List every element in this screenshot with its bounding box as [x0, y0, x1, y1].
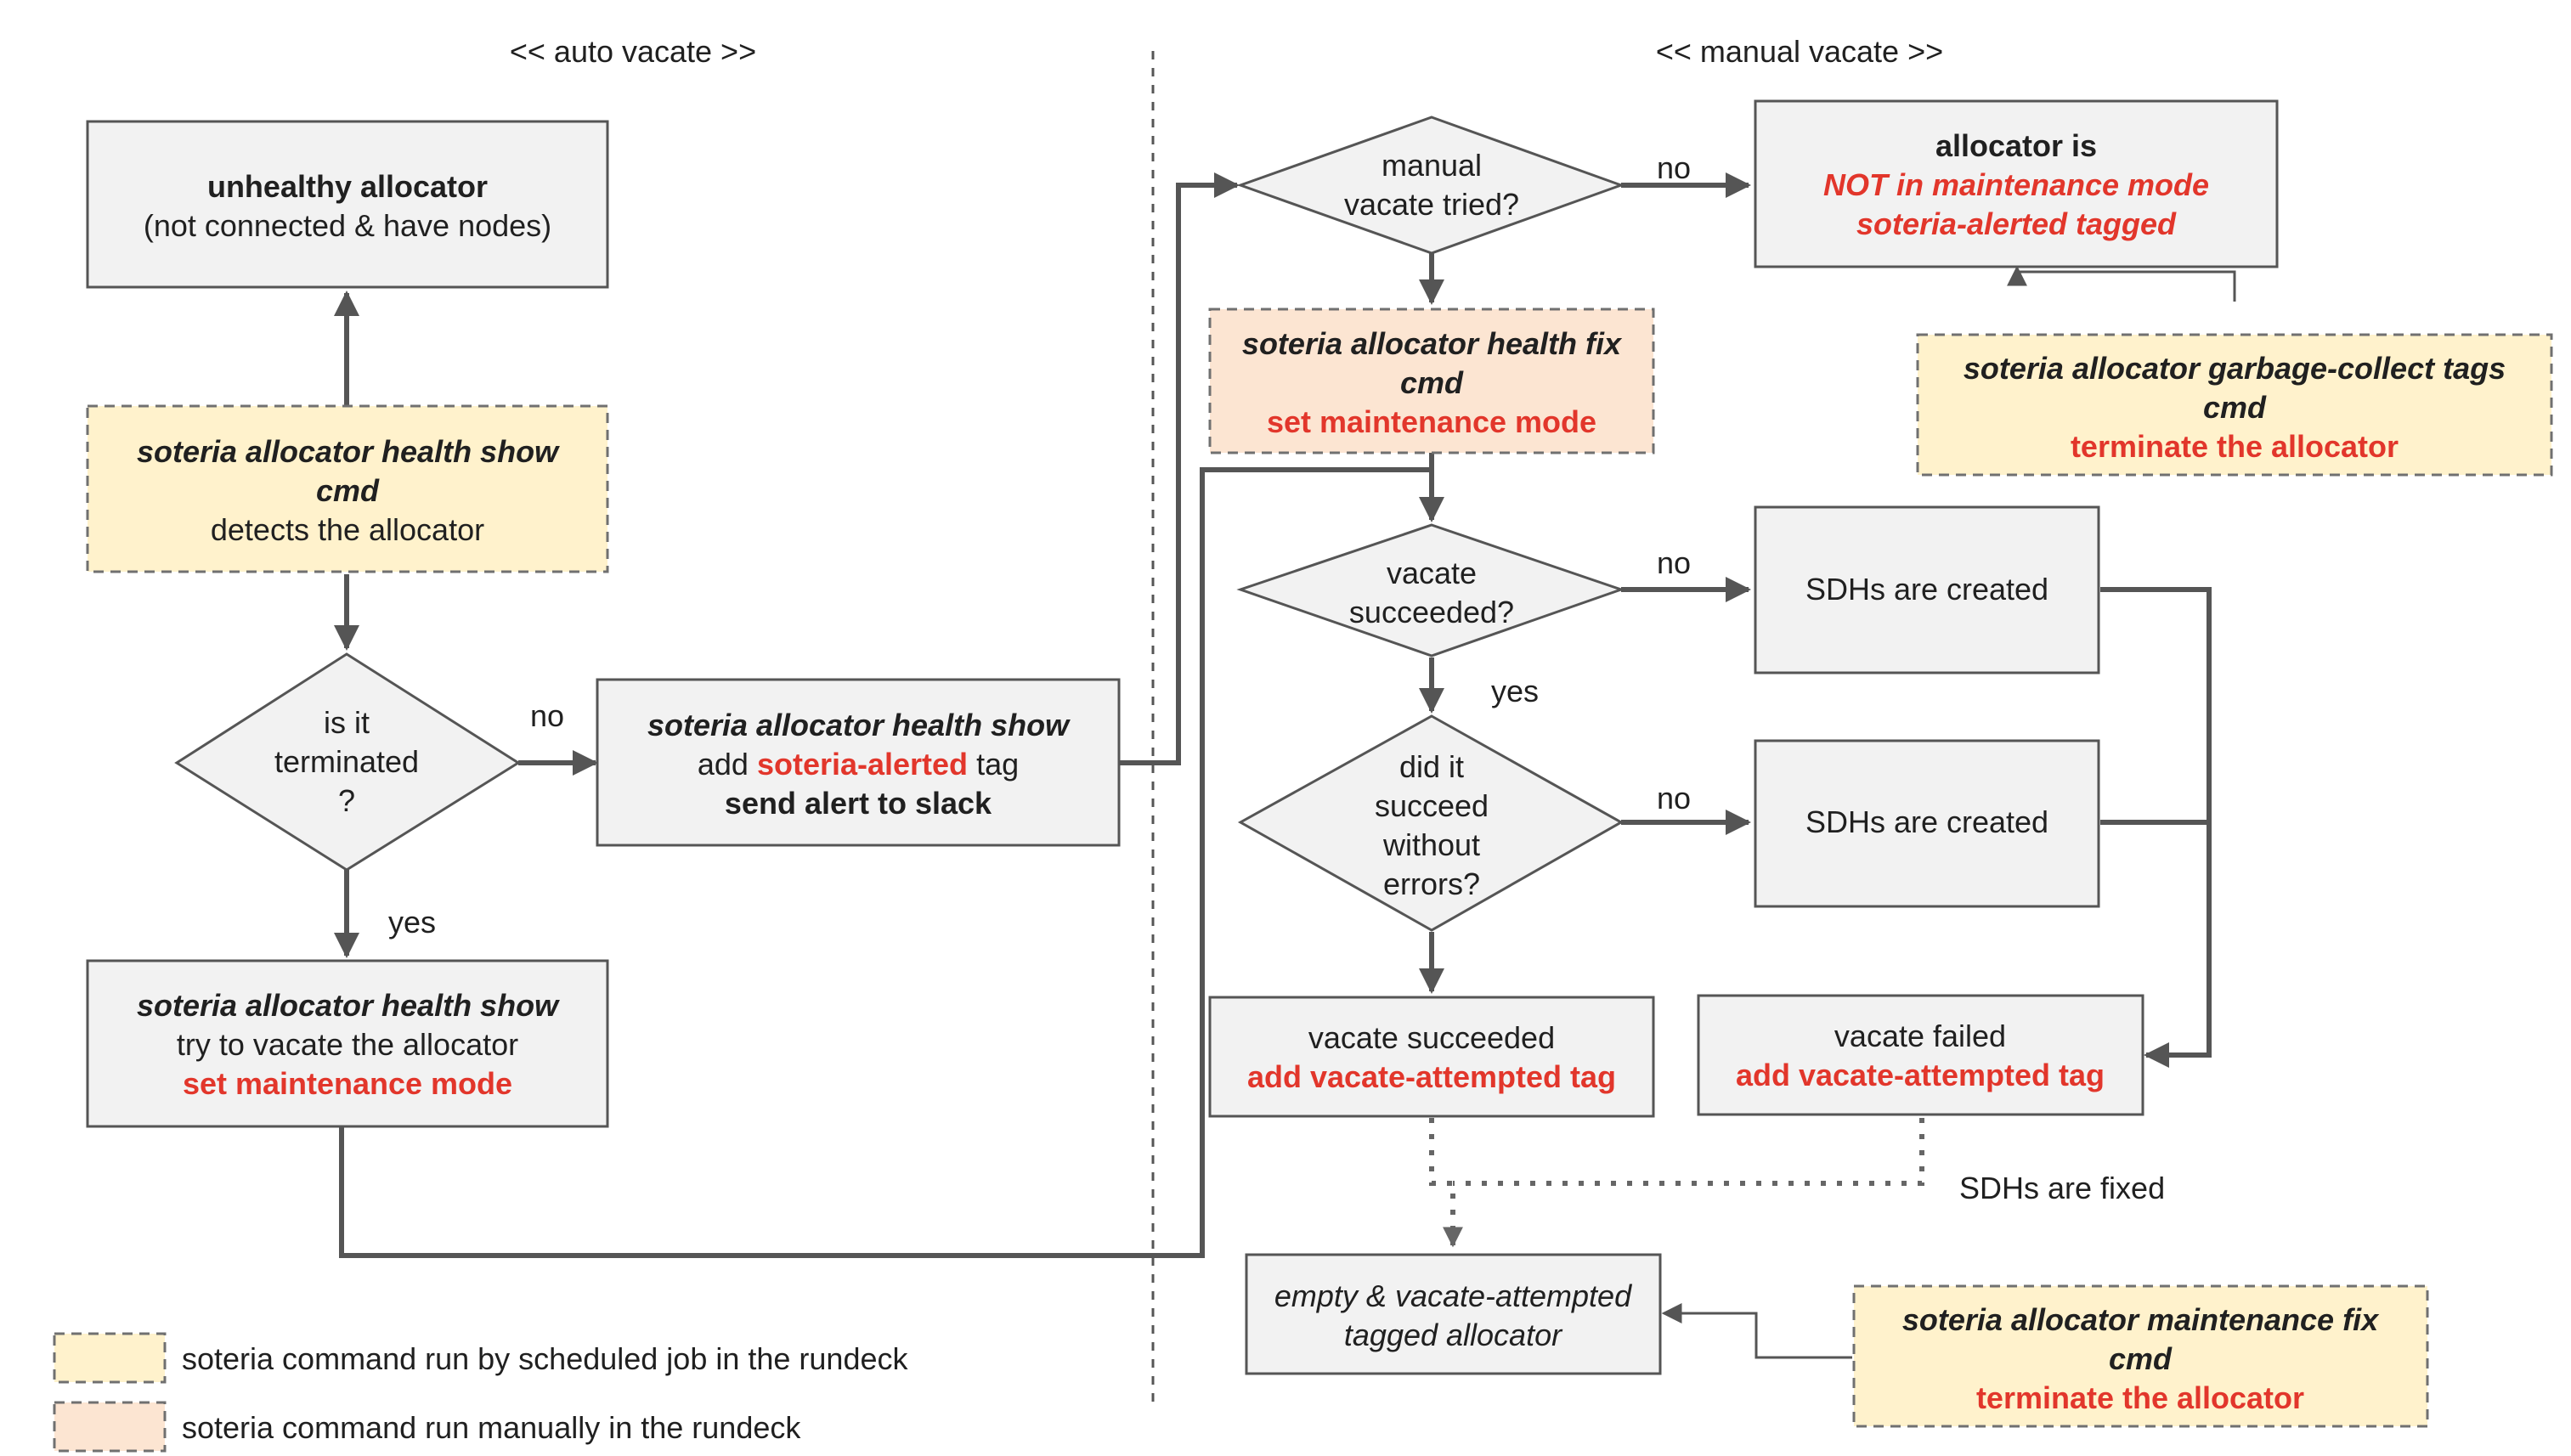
succeed-without-errors-decision: did it succeed without errors? [1237, 714, 1625, 932]
noerr-q-line1: did it [1399, 749, 1464, 784]
vac-fail-tag: add vacate-attempted tag [1736, 1058, 2105, 1092]
vac-ok-tag: add vacate-attempted tag [1247, 1059, 1616, 1094]
arrow-alert-to-tried [1120, 172, 1240, 765]
health-show-vacate-box: soteria allocator health show try to vac… [86, 959, 609, 1128]
dotted-failed-to-empty [1453, 1118, 1924, 1186]
empty-line1: empty & vacate-attempted [1274, 1278, 1632, 1313]
detect-cmd-label: cmd [316, 473, 380, 508]
gc-cmd-label: cmd [2203, 390, 2267, 425]
auto-vacate-header: << auto vacate >> [510, 34, 756, 69]
sdh-fixed-label: SDHs are fixed [1959, 1171, 2165, 1205]
dotted-ok-to-empty [1429, 1118, 1463, 1248]
vac-fail-title: vacate failed [1834, 1019, 2006, 1053]
vacate-try-maintenance: set maintenance mode [183, 1066, 512, 1101]
noerr-no-label: no [1657, 781, 1691, 815]
legend-scheduled-label: soteria command run by scheduled job in … [182, 1341, 908, 1376]
noerr-q-line2: succeed [1375, 788, 1489, 823]
manual-vacate-tried-decision: manual vacate tried? [1236, 116, 1625, 255]
arrow-maint-fix-to-empty [1661, 1303, 1852, 1359]
maint-fix-cmd-label: cmd [2109, 1341, 2173, 1376]
sdh-created-box-1: SDHs are created [1754, 505, 2100, 674]
succeeded-q-line2: succeeded? [1349, 595, 1514, 629]
not-maint-tag: soteria-alerted tagged [1856, 206, 2177, 241]
sdh-created-box-2: SDHs are created [1754, 739, 2100, 908]
terminated-q-line2: terminated [274, 744, 419, 779]
gc-action: terminate the allocator [2071, 429, 2399, 464]
health-show-detect-box: soteria allocator health show cmd detect… [86, 404, 609, 573]
fix-action: set maintenance mode [1267, 404, 1596, 439]
succeeded-q-line1: vacate [1387, 556, 1477, 590]
terminated-no-label: no [530, 698, 564, 733]
terminated-yes-label: yes [388, 905, 436, 940]
is-terminated-decision: is it terminated ? [174, 652, 521, 872]
vac-ok-title: vacate succeeded [1308, 1020, 1555, 1055]
tried-q-line1: manual [1382, 148, 1482, 183]
not-maint-title: allocator is [1935, 128, 2097, 163]
sdh1-label: SDHs are created [1805, 572, 2048, 607]
health-fix-box: soteria allocator health fix cmd set mai… [1208, 308, 1655, 454]
unhealthy-allocator-box: unhealthy allocator (not connected & hav… [86, 120, 609, 289]
maint-fix-cmd-name: soteria allocator maintenance fix [1902, 1302, 2380, 1337]
connectors [334, 172, 2236, 1359]
sdh2-label: SDHs are created [1805, 804, 2048, 839]
empty-line2: tagged allocator [1344, 1318, 1563, 1352]
maintenance-fix-box: soteria allocator maintenance fix cmd te… [1852, 1284, 2429, 1428]
vacate-try-action: try to vacate the allocator [177, 1027, 518, 1062]
detect-cmd-name: soteria allocator health show [137, 434, 560, 469]
vacate-failed-box: vacate failed add vacate-attempted tag [1697, 994, 2144, 1116]
alert-cmd-name: soteria allocator health show [647, 708, 1071, 742]
succeeded-no-label: no [1657, 545, 1691, 580]
noerr-q-line4: errors? [1383, 866, 1480, 901]
detect-action: detects the allocator [211, 512, 484, 547]
terminated-q-line1: is it [324, 705, 370, 740]
tried-q-line2: vacate tried? [1344, 187, 1519, 222]
legend-swatch-scheduled [53, 1332, 167, 1384]
unhealthy-title: unhealthy allocator [207, 169, 488, 204]
maint-fix-action: terminate the allocator [1976, 1380, 2304, 1415]
vacate-succeeded-decision: vacate succeeded? [1236, 523, 1625, 657]
terminated-q-line3: ? [338, 783, 355, 818]
legend: soteria command run by scheduled job in … [53, 1332, 908, 1453]
legend-swatch-manual [53, 1401, 167, 1453]
arrow-gc-to-not-maint [2007, 265, 2236, 302]
legend-manual-label: soteria command run manually in the rund… [182, 1410, 801, 1445]
vacate-succeeded-box: vacate succeeded add vacate-attempted ta… [1208, 996, 1655, 1118]
fix-cmd-name: soteria allocator health fix [1242, 326, 1623, 361]
manual-vacate-header: << manual vacate >> [1656, 34, 1943, 69]
not-in-maintenance-box: allocator is NOT in maintenance mode sot… [1754, 99, 2279, 268]
unhealthy-subtitle: (not connected & have nodes) [144, 208, 551, 243]
succeeded-yes-label: yes [1491, 674, 1539, 708]
vacate-try-cmd-name: soteria allocator health show [137, 988, 560, 1023]
alert-tag-line: add soteria-alerted tag [698, 747, 1019, 782]
empty-tagged-allocator-box: empty & vacate-attempted tagged allocato… [1245, 1253, 1662, 1375]
alert-slack-line: send alert to slack [725, 786, 992, 821]
noerr-q-line3: without [1382, 827, 1480, 862]
not-maint-status: NOT in maintenance mode [1823, 167, 2209, 202]
garbage-collect-box: soteria allocator garbage-collect tags c… [1916, 333, 2553, 477]
fix-cmd-label: cmd [1400, 365, 1464, 400]
tried-no-label: no [1657, 150, 1691, 185]
gc-cmd-name: soteria allocator garbage-collect tags [1964, 351, 2506, 386]
health-show-alert-box: soteria allocator health show add soteri… [596, 678, 1121, 847]
